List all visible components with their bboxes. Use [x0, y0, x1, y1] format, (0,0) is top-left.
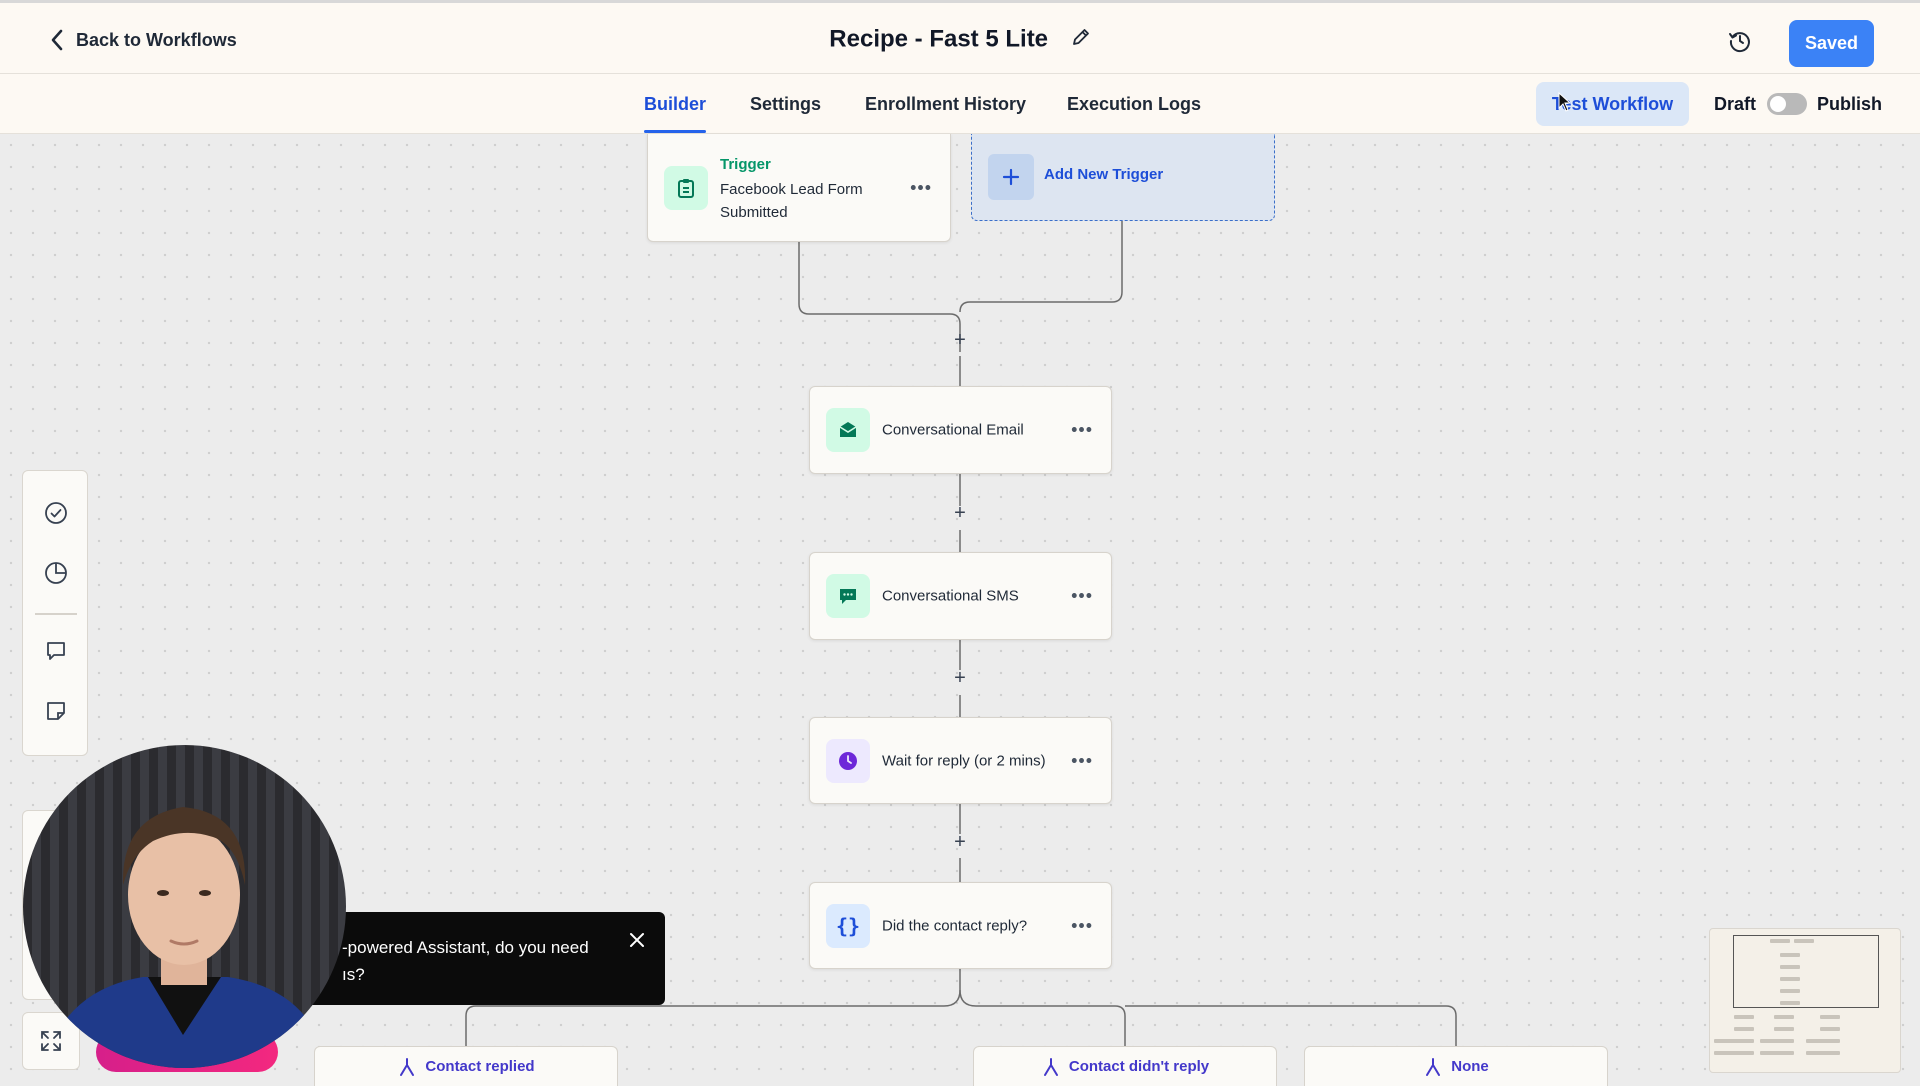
saved-button[interactable]: Saved	[1789, 20, 1874, 67]
check-circle-icon[interactable]	[44, 501, 68, 525]
minimap-node	[1820, 1027, 1840, 1031]
minimap-node	[1774, 1027, 1794, 1031]
chat-icon	[826, 574, 870, 618]
add-step-button[interactable]: +	[954, 329, 966, 351]
top-bar: Back to Workflows Recipe - Fast 5 Lite S…	[0, 0, 1920, 74]
more-options-icon[interactable]: •••	[910, 177, 932, 197]
minimap-node	[1734, 1027, 1754, 1031]
minimap-node	[1760, 1039, 1794, 1043]
presenter-image	[43, 807, 328, 1068]
branch-contact-replied[interactable]: Contact replied	[314, 1046, 618, 1086]
branch-label: Contact replied	[425, 1058, 535, 1075]
minimap-node	[1780, 977, 1800, 981]
comment-icon[interactable]	[44, 639, 68, 663]
branch-icon	[1426, 1057, 1441, 1076]
minimap-node	[1806, 1051, 1840, 1055]
tab-settings[interactable]: Settings	[750, 94, 822, 114]
trigger-card[interactable]: Trigger Facebook Lead Form Submitted •••	[647, 134, 951, 242]
draft-label: Draft	[1714, 94, 1757, 114]
add-step-button[interactable]: +	[954, 667, 966, 689]
minimap-node	[1780, 1001, 1800, 1005]
clock-icon	[826, 738, 870, 783]
back-to-workflows-link[interactable]: Back to Workflows	[50, 29, 237, 51]
add-step-button[interactable]: +	[954, 831, 966, 853]
pie-chart-icon[interactable]	[44, 561, 68, 585]
step-label: Wait for reply (or 2 mins)	[882, 752, 1046, 769]
tab-builder[interactable]: Builder	[644, 94, 707, 133]
add-step-button[interactable]: +	[954, 502, 966, 524]
step-label: Did the contact reply?	[882, 917, 1028, 934]
more-options-icon[interactable]: •••	[1071, 750, 1093, 770]
minimap-node	[1760, 1051, 1794, 1055]
branch-label: Contact didn't reply	[1068, 1058, 1210, 1075]
workflow-title: Recipe - Fast 5 Lite	[0, 25, 1920, 54]
back-label: Back to Workflows	[76, 29, 237, 50]
tab-execution-logs[interactable]: Execution Logs	[1067, 94, 1202, 114]
minimap-node	[1770, 939, 1790, 943]
sticky-note-icon[interactable]	[44, 699, 68, 723]
tab-enrollment-history[interactable]: Enrollment History	[865, 94, 1027, 114]
publish-toggle[interactable]	[1767, 93, 1807, 115]
trigger-kind-label: Trigger	[720, 156, 771, 173]
step-did-contact-reply[interactable]: {} Did the contact reply? •••	[809, 882, 1112, 969]
minimap-node	[1780, 953, 1800, 957]
minimap-node	[1820, 1015, 1840, 1019]
workflow-title-text: Recipe - Fast 5 Lite	[829, 25, 1049, 53]
more-options-icon[interactable]: •••	[1071, 915, 1093, 935]
step-conversational-sms[interactable]: Conversational SMS •••	[809, 552, 1112, 640]
minimap-node	[1806, 1039, 1840, 1043]
step-conversational-email[interactable]: Conversational Email •••	[809, 386, 1112, 474]
minimap-node	[1780, 965, 1800, 969]
branch-none[interactable]: None	[1304, 1046, 1608, 1086]
branch-icon	[400, 1057, 415, 1076]
toolbar-divider	[35, 613, 77, 615]
minimap-node	[1774, 1015, 1794, 1019]
assistant-message: -powered Assistant, do you need ıs?	[342, 934, 612, 988]
publish-label: Publish	[1817, 94, 1883, 114]
mouse-cursor-icon	[1558, 92, 1572, 112]
minimap-node	[1780, 989, 1800, 993]
minimap-node	[1734, 1015, 1754, 1019]
close-icon[interactable]	[629, 932, 645, 953]
step-label: Conversational Email	[882, 421, 1024, 439]
more-options-icon[interactable]: •••	[1071, 419, 1093, 440]
minimap-node	[1714, 1051, 1754, 1055]
plus-icon	[988, 154, 1034, 200]
chevron-left-icon	[51, 29, 63, 51]
step-wait-for-reply[interactable]: Wait for reply (or 2 mins) •••	[809, 717, 1112, 804]
connector-lines	[465, 221, 1457, 1046]
branch-contact-didnt-reply[interactable]: Contact didn't reply	[973, 1046, 1277, 1086]
assistant-message-line: ıs?	[342, 965, 365, 984]
trigger-description: Facebook Lead Form Submitted	[720, 181, 863, 221]
email-icon	[826, 408, 870, 452]
canvas-toolbar	[22, 470, 88, 756]
step-label: Conversational SMS	[882, 587, 1019, 605]
add-new-trigger-button[interactable]: Add New Trigger	[971, 134, 1275, 221]
more-options-icon[interactable]: •••	[1071, 585, 1093, 606]
minimap-node	[1714, 1039, 1754, 1043]
assistant-toast: -powered Assistant, do you need ıs?	[300, 912, 665, 1005]
minimap-node	[1794, 939, 1814, 943]
branch-icon	[1043, 1057, 1058, 1076]
minimap[interactable]	[1709, 928, 1901, 1073]
history-icon[interactable]	[1728, 29, 1752, 58]
pencil-icon[interactable]	[1071, 26, 1091, 54]
clipboard-icon	[664, 165, 708, 210]
add-new-trigger-label: Add New Trigger	[1044, 166, 1164, 183]
braces-icon: {}	[826, 903, 870, 948]
webcam-overlay	[23, 745, 346, 1068]
assistant-message-line: -powered Assistant, do you need	[342, 938, 589, 957]
minimap-viewport[interactable]	[1733, 935, 1879, 1008]
branch-label: None	[1451, 1058, 1489, 1075]
